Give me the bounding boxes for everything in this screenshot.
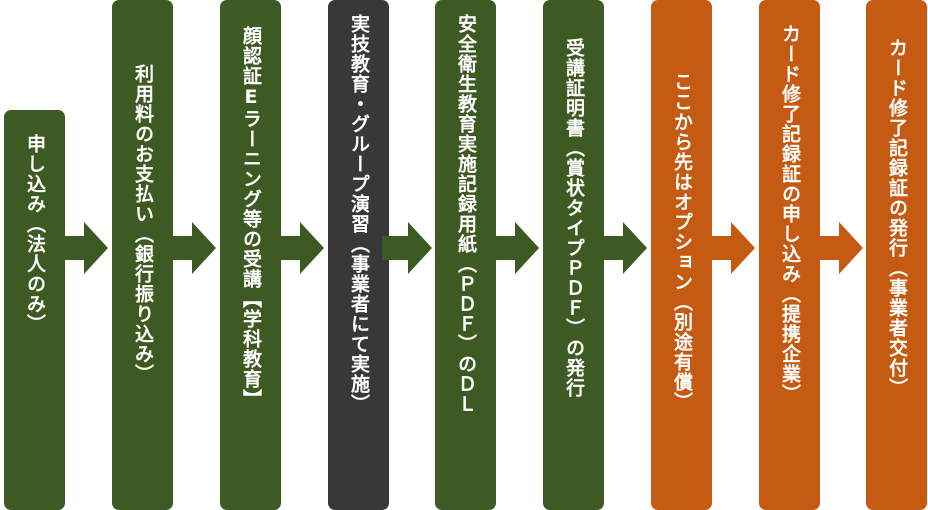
step-practical: 実技教育・グループ演習（事業者にて実施） — [328, 0, 389, 510]
arrow-6 — [597, 222, 647, 274]
step-elearning-label: 顔認証Eラーニング等の受講【学科教育】 — [240, 26, 262, 409]
arrow-4-shape — [382, 222, 432, 274]
step-option-start: ここから先はオプション（別途有償） — [651, 0, 712, 510]
arrow-2-shape — [166, 222, 216, 274]
step-card-issue-label: カード修了記録証の発行（事業者交付） — [886, 38, 908, 398]
step-record-download: 安全衛生教育実施記録用紙（ＰＤＦ）のＤＬ — [435, 0, 496, 510]
arrow-5-shape — [489, 222, 539, 274]
arrow-8 — [813, 222, 863, 274]
arrow-8-shape — [813, 222, 863, 274]
arrow-1 — [58, 222, 108, 274]
step-card-issue: カード修了記録証の発行（事業者交付） — [866, 0, 927, 510]
arrow-4 — [382, 222, 432, 274]
step-apply-label: 申し込み（法人のみ） — [24, 134, 46, 334]
step-option-start-label: ここから先はオプション（別途有償） — [671, 72, 693, 412]
step-practical-label: 実技教育・グループ演習（事業者にて実施） — [348, 14, 370, 414]
arrow-1-shape — [58, 222, 108, 274]
arrow-5 — [489, 222, 539, 274]
step-payment-label: 利用料のお支払い（銀行振り込み） — [132, 64, 154, 384]
arrow-2 — [166, 222, 216, 274]
arrow-7-shape — [705, 222, 755, 274]
arrow-7 — [705, 222, 755, 274]
step-elearning: 顔認証Eラーニング等の受講【学科教育】 — [220, 0, 281, 510]
arrow-3 — [274, 222, 324, 274]
step-card-apply: カード修了記録証の申し込み（提携企業） — [759, 0, 820, 510]
step-certificate-label: 受講証明書（賞状タイプＰＤＦ）の発行 — [563, 38, 585, 398]
step-record-download-label: 安全衛生教育実施記録用紙（ＰＤＦ）のＤＬ — [455, 14, 477, 414]
step-apply: 申し込み（法人のみ） — [4, 110, 65, 510]
arrow-3-shape — [274, 222, 324, 274]
step-card-apply-label: カード修了記録証の申し込み（提携企業） — [779, 24, 801, 404]
step-certificate: 受講証明書（賞状タイプＰＤＦ）の発行 — [543, 0, 604, 510]
arrow-6-shape — [597, 222, 647, 274]
step-payment: 利用料のお支払い（銀行振り込み） — [112, 0, 173, 510]
